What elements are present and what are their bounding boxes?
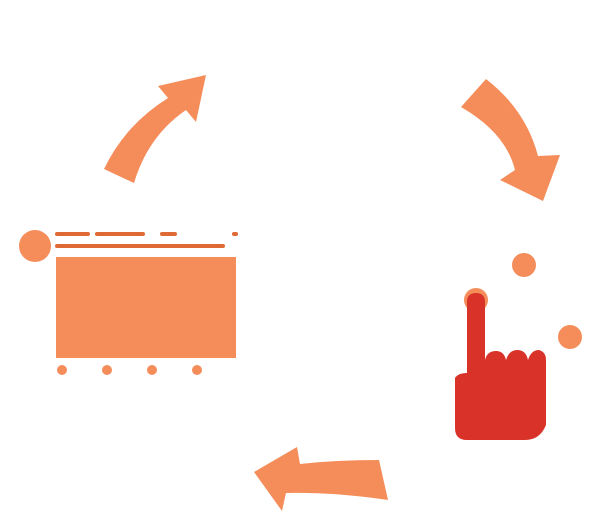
content-card (19, 230, 238, 375)
touch-interaction (455, 253, 582, 440)
header-line (95, 232, 145, 236)
header-line (232, 232, 238, 236)
card-body (56, 257, 236, 358)
pointing-hand-icon (455, 293, 546, 440)
pager-dot (192, 365, 202, 375)
arrow-bottom (254, 447, 388, 511)
subheader-line (55, 244, 225, 248)
avatar-dot (19, 230, 51, 262)
curved-arrow-icon (461, 79, 560, 201)
pager-dot (102, 365, 112, 375)
header-line (160, 232, 177, 236)
arrow-top-right (461, 79, 560, 201)
tap-dot (512, 253, 536, 277)
tap-dot (558, 325, 582, 349)
curved-arrow-icon (104, 75, 206, 183)
arrow-top-left (104, 75, 206, 183)
pager-dot (147, 365, 157, 375)
curved-arrow-icon (254, 447, 388, 511)
header-line (55, 232, 90, 236)
pager-dot (57, 365, 67, 375)
